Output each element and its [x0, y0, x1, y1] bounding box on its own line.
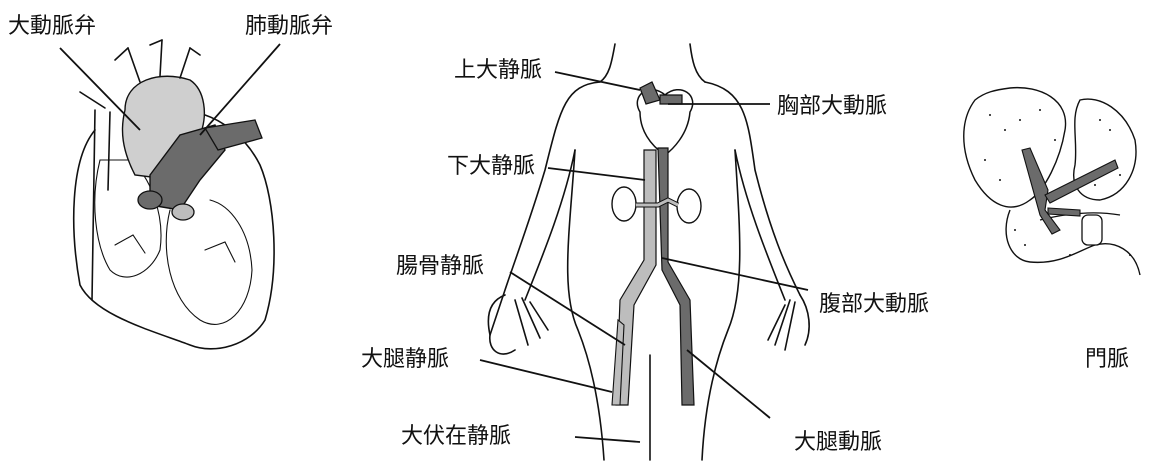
label-portal-vein: 門脈	[1085, 347, 1129, 373]
